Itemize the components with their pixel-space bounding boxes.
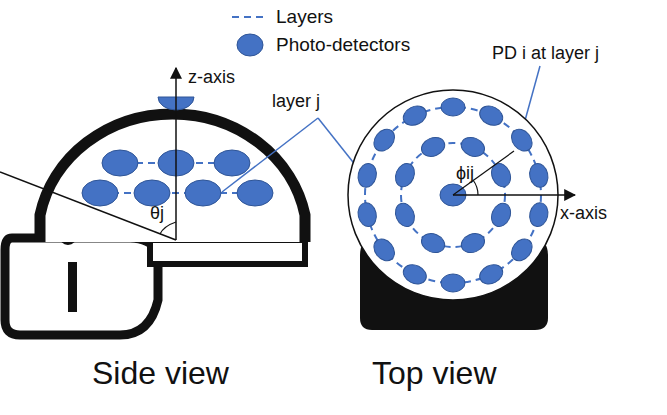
annotation-label: PD i at layer j: [492, 44, 599, 64]
photo-detector: [392, 161, 418, 190]
photo-detector: [185, 180, 221, 206]
annotation-label: θj: [150, 204, 164, 224]
photo-detector: [400, 261, 429, 288]
photo-detector: [441, 98, 465, 116]
helmet-dome: [40, 114, 305, 242]
photo-detector: [370, 125, 399, 155]
x-axis-arrow: [453, 194, 575, 196]
device-body: [5, 229, 305, 335]
photo-detector: [370, 235, 399, 265]
photo-detector: [476, 261, 505, 288]
photo-detector: [488, 161, 514, 190]
annotation-label: x-axis: [560, 204, 607, 224]
photo-detector: [507, 125, 536, 155]
angle-arc: [160, 222, 176, 234]
pd-radius: [453, 151, 514, 195]
photo-detector: [419, 134, 448, 160]
z-axis-arrow: [175, 68, 177, 240]
photo-detector: [400, 102, 429, 129]
photo-detector: [458, 230, 487, 256]
legend-swatch: [228, 32, 272, 58]
angle-line: [0, 172, 176, 240]
photo-detector: [392, 200, 418, 229]
photo-detector: [356, 162, 379, 189]
photo-detector: [134, 180, 170, 206]
photo-detector: [419, 230, 448, 256]
photo-detector: [527, 162, 550, 189]
photo-detector: [488, 200, 514, 229]
photo-detector: [507, 235, 536, 265]
annotation-label: ϕij: [456, 164, 474, 184]
legend-entry: Layers: [228, 4, 333, 30]
photo-detector: [476, 102, 505, 129]
photo-detector: [214, 150, 250, 176]
photo-detector: [527, 201, 550, 228]
annotation-label: z-axis: [188, 68, 235, 88]
photo-detector: [458, 134, 487, 160]
photo-detector: [441, 274, 465, 292]
side-photodetectors: [82, 97, 273, 206]
legend-swatch: [228, 4, 272, 30]
legend-text: Layers: [276, 6, 333, 28]
legend-text: Photo-detectors: [276, 34, 410, 56]
photo-detector: [356, 201, 379, 228]
photo-detector: [82, 180, 118, 206]
view-caption: Top view: [372, 356, 497, 391]
photo-detector: [102, 150, 138, 176]
legend-entry: Photo-detectors: [228, 32, 410, 58]
view-caption: Side view: [92, 356, 229, 391]
photo-detector: [237, 180, 273, 206]
annotation-label: layer j: [272, 92, 320, 112]
